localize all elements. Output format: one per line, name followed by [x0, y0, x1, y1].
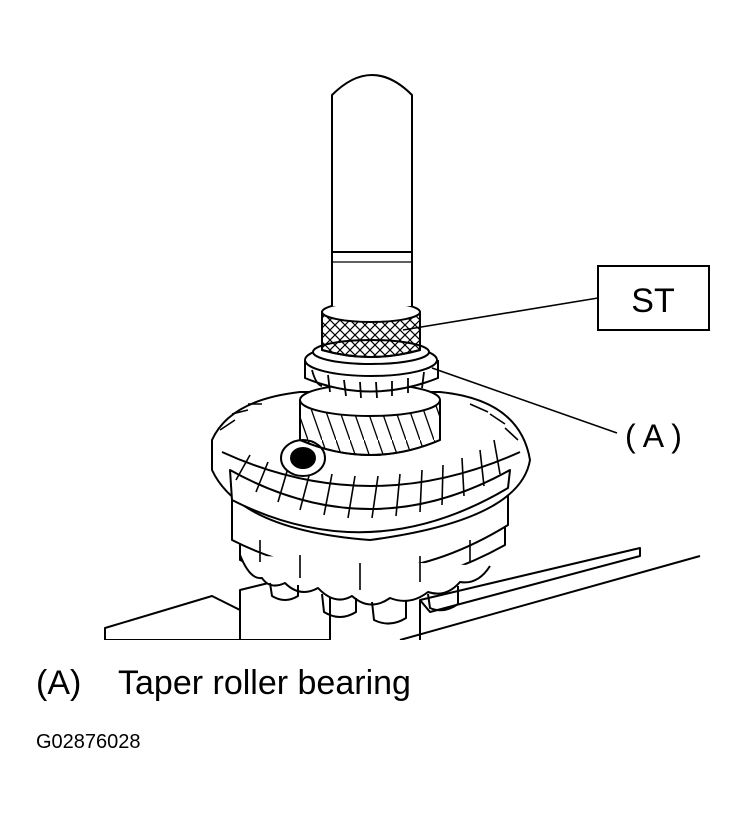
ring-gear — [211, 391, 531, 541]
legend-text: Taper roller bearing — [118, 664, 411, 702]
st-callout-box — [597, 265, 710, 331]
st-callout-label: ST — [631, 282, 674, 320]
special-tool-st — [321, 74, 421, 358]
legend-caption: (A) Taper roller bearing — [36, 664, 411, 703]
st-leader-line — [402, 297, 599, 331]
a-leader-line — [431, 367, 618, 434]
helical-hub — [299, 383, 441, 456]
a-callout-label: ( A ) — [625, 418, 682, 454]
legend-key: (A) — [36, 664, 82, 702]
figure-id: G02876028 — [36, 731, 141, 753]
